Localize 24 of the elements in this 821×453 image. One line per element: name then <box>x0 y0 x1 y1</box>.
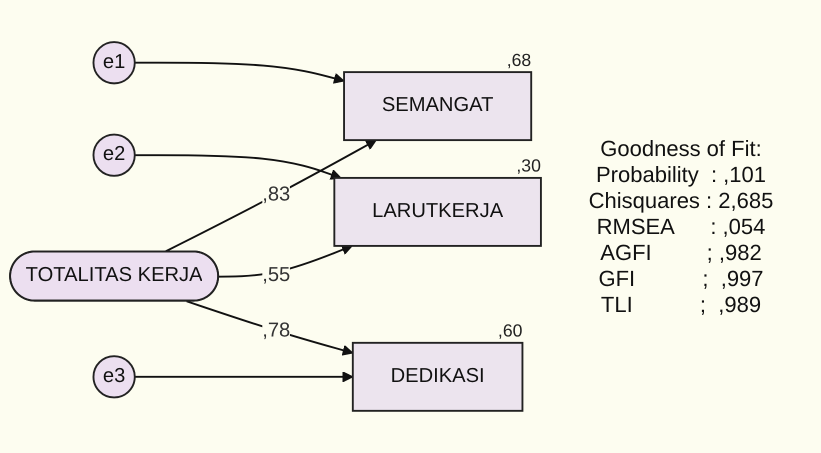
node-box: SEMANGAT <box>343 71 532 142</box>
fit-statistic: Probability : ,101 <box>596 162 766 188</box>
arrow <box>134 62 345 84</box>
squared-multiple-correlation: ,30 <box>516 156 541 176</box>
fit-statistic: Goodness of Fit: <box>600 136 762 162</box>
edge-label: ,83 <box>262 184 290 206</box>
arrow <box>134 371 354 382</box>
node-circle: e1 <box>92 41 136 84</box>
arrow <box>164 140 377 254</box>
node-box: DEDIKASI <box>352 342 524 412</box>
fit-statistic: Chisquares : 2,685 <box>588 188 774 214</box>
edge-label: ,78 <box>262 320 290 342</box>
arrow <box>134 154 342 180</box>
node-box: LARUTKERJA <box>333 177 542 247</box>
fit-statistic: GFI ; ,997 <box>598 266 764 292</box>
fit-statistic: TLI ; ,989 <box>600 292 762 318</box>
squared-multiple-correlation: ,60 <box>498 320 522 341</box>
squared-multiple-correlation: ,68 <box>506 50 532 70</box>
edge-label: ,55 <box>262 264 290 286</box>
fit-statistic: AGFI ; ,982 <box>600 240 762 266</box>
node-circle: e3 <box>92 355 136 398</box>
node-circle: e2 <box>92 134 136 177</box>
arrow <box>186 300 354 356</box>
fit-statistic: RMSEA : ,054 <box>596 214 766 240</box>
